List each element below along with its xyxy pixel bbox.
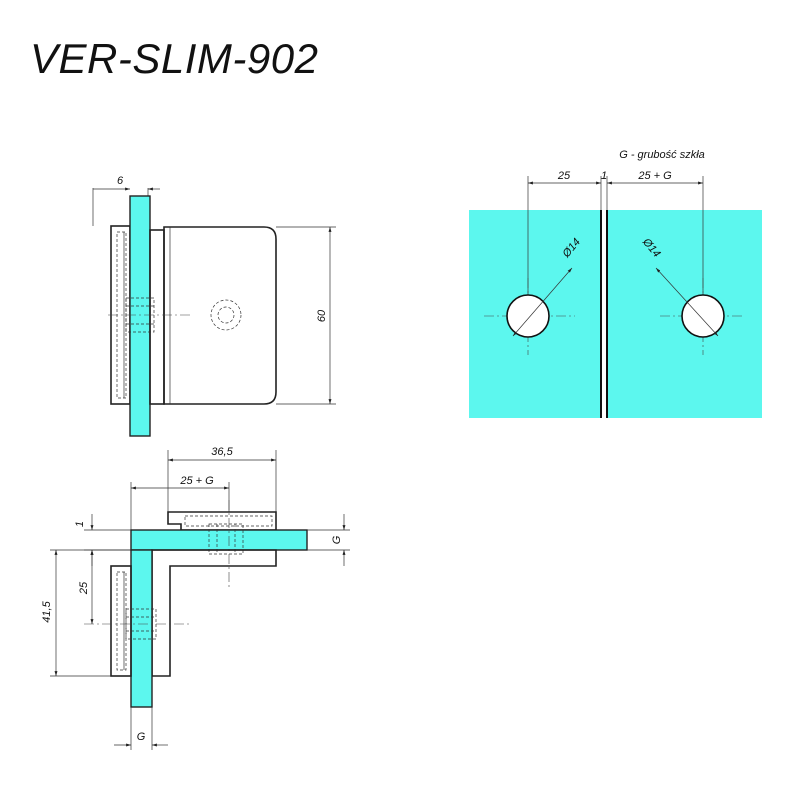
pivot-inner: [217, 306, 235, 324]
back-plate: [110, 565, 132, 677]
hidden-recess: [184, 515, 273, 527]
drawing-title: VER-SLIM-902: [30, 35, 319, 82]
dim-label-1: 1: [74, 521, 86, 527]
top-view: 36,5 25 + G 1: [41, 446, 350, 750]
dim-label-g-bottom: G: [137, 731, 146, 743]
dim-label-25-g: 25 + G: [179, 475, 214, 487]
glass-panel-vertical: [130, 549, 153, 708]
pivot-outer: [210, 299, 242, 331]
drill-hole-right: [681, 294, 725, 338]
dim-label-36-5: 36,5: [211, 446, 233, 458]
side-view: 6 60: [92, 175, 336, 437]
upper-clamp-plate: [167, 511, 277, 531]
dim-label-1: 1: [601, 170, 607, 182]
diameter-leader: [655, 267, 719, 337]
glass-panel: [129, 195, 151, 437]
dim-label-41-5: 41,5: [41, 600, 53, 622]
glass-drilling-view: G - grubość szkła 25 1 25 + G Ø14 Ø14: [469, 149, 762, 418]
legend-glass-thickness: G - grubość szkła: [619, 149, 705, 161]
hinge-body: [163, 226, 277, 405]
l-bracket: [151, 549, 277, 677]
clamp-plate: [149, 229, 165, 405]
dim-label-60: 60: [316, 309, 328, 322]
hidden-bolt: [208, 523, 244, 555]
dim-label-g-right: G: [331, 535, 343, 544]
dim-label-25-g: 25 + G: [637, 170, 672, 182]
dim-label-25: 25: [78, 581, 90, 595]
hidden-screw-channel: [116, 571, 127, 671]
diameter-leader: [512, 267, 573, 337]
dim-label-6: 6: [117, 175, 124, 187]
dim-label-25: 25: [557, 170, 571, 182]
glass-panel-horizontal: [130, 529, 308, 551]
